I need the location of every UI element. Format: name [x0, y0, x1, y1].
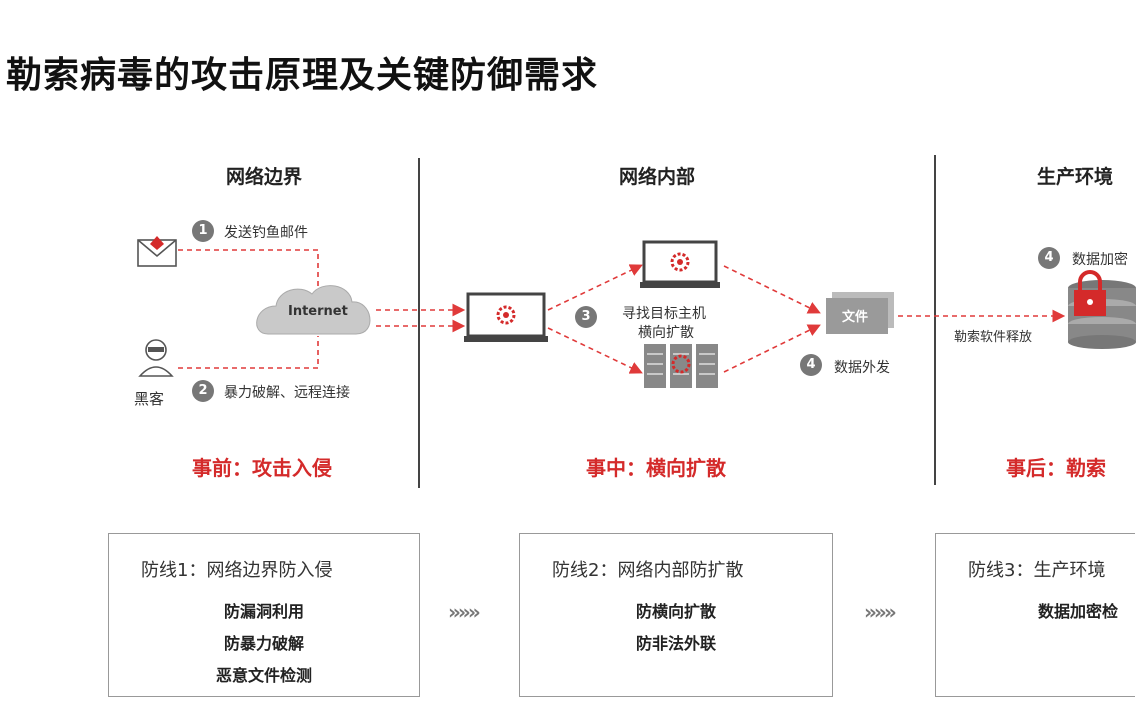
defense-line-2-title: 防线2：网络内部防扩散: [552, 560, 744, 581]
step-encrypt-label: 数据加密: [1072, 252, 1128, 268]
dashed-links-boundary: [178, 249, 466, 369]
database-lock-icon: [1068, 270, 1136, 349]
step-lateral-label-2: 横向扩散: [638, 325, 694, 341]
ransom-release-label: 勒索软件释放: [954, 330, 1033, 345]
chevron-right-icon: »»»: [448, 600, 481, 624]
hacker-icon: [138, 339, 174, 377]
defense-item: 防非法外联: [635, 634, 716, 653]
zone-divider-2: [934, 155, 936, 485]
defense-item: 防漏洞利用: [223, 602, 304, 621]
zone-heading-production: 生产环境: [1037, 166, 1114, 188]
step-2-badge: 2: [192, 380, 214, 402]
zone-heading-boundary: 网络边界: [226, 166, 303, 188]
page-title: 勒索病毒的攻击原理及关键防御需求: [6, 55, 599, 96]
step-phishing-label: 发送钓鱼邮件: [224, 225, 308, 241]
step-1-badge: 1: [192, 220, 214, 242]
defense-line-2-box: 防线2：网络内部防扩散 防横向扩散 防非法外联: [519, 533, 833, 697]
step-lateral-label-1: 寻找目标主机: [622, 306, 706, 322]
email-icon: [137, 236, 177, 267]
defense-item: 数据加密检: [1038, 602, 1119, 621]
defense-item: 防横向扩散: [635, 602, 716, 621]
phase-label-after: 事后：勒索: [1006, 456, 1106, 480]
step-bruteforce-label: 暴力破解、远程连接: [224, 385, 350, 401]
defense-line-3-title: 防线3：生产环境: [968, 560, 1106, 581]
defense-line-1-box: 防线1：网络边界防入侵 防漏洞利用 防暴力破解 恶意文件检测: [108, 533, 420, 697]
step-exfil-label: 数据外发: [834, 360, 890, 376]
step-3-badge: 3: [575, 306, 597, 328]
compromised-laptop-icon: [464, 292, 548, 342]
zone-divider-1: [418, 158, 420, 488]
phase-label-during: 事中：横向扩散: [586, 456, 726, 480]
hacker-label: 黑客: [134, 390, 165, 408]
step-4-exfil-badge: 4: [800, 354, 822, 376]
file-label: 文件: [842, 310, 869, 325]
file-icon: [826, 292, 894, 334]
chevron-right-icon: »»»: [864, 600, 897, 624]
internet-cloud-icon: [256, 285, 371, 335]
defense-line-1-title: 防线1：网络边界防入侵: [141, 560, 333, 581]
defense-line-3-box: 防线3：生产环境 数据加密检: [935, 533, 1135, 697]
defense-item: 防暴力破解: [223, 634, 304, 653]
step-4-encrypt-badge: 4: [1038, 247, 1060, 269]
server-rack-icon: [644, 344, 718, 388]
defense-item: 恶意文件检测: [215, 666, 312, 685]
zone-heading-internal: 网络内部: [619, 166, 696, 188]
dashed-links-internal: [547, 264, 1066, 374]
target-host-icon: [640, 240, 720, 288]
internet-label: Internet: [288, 304, 348, 319]
phase-label-before: 事前：攻击入侵: [192, 456, 332, 480]
